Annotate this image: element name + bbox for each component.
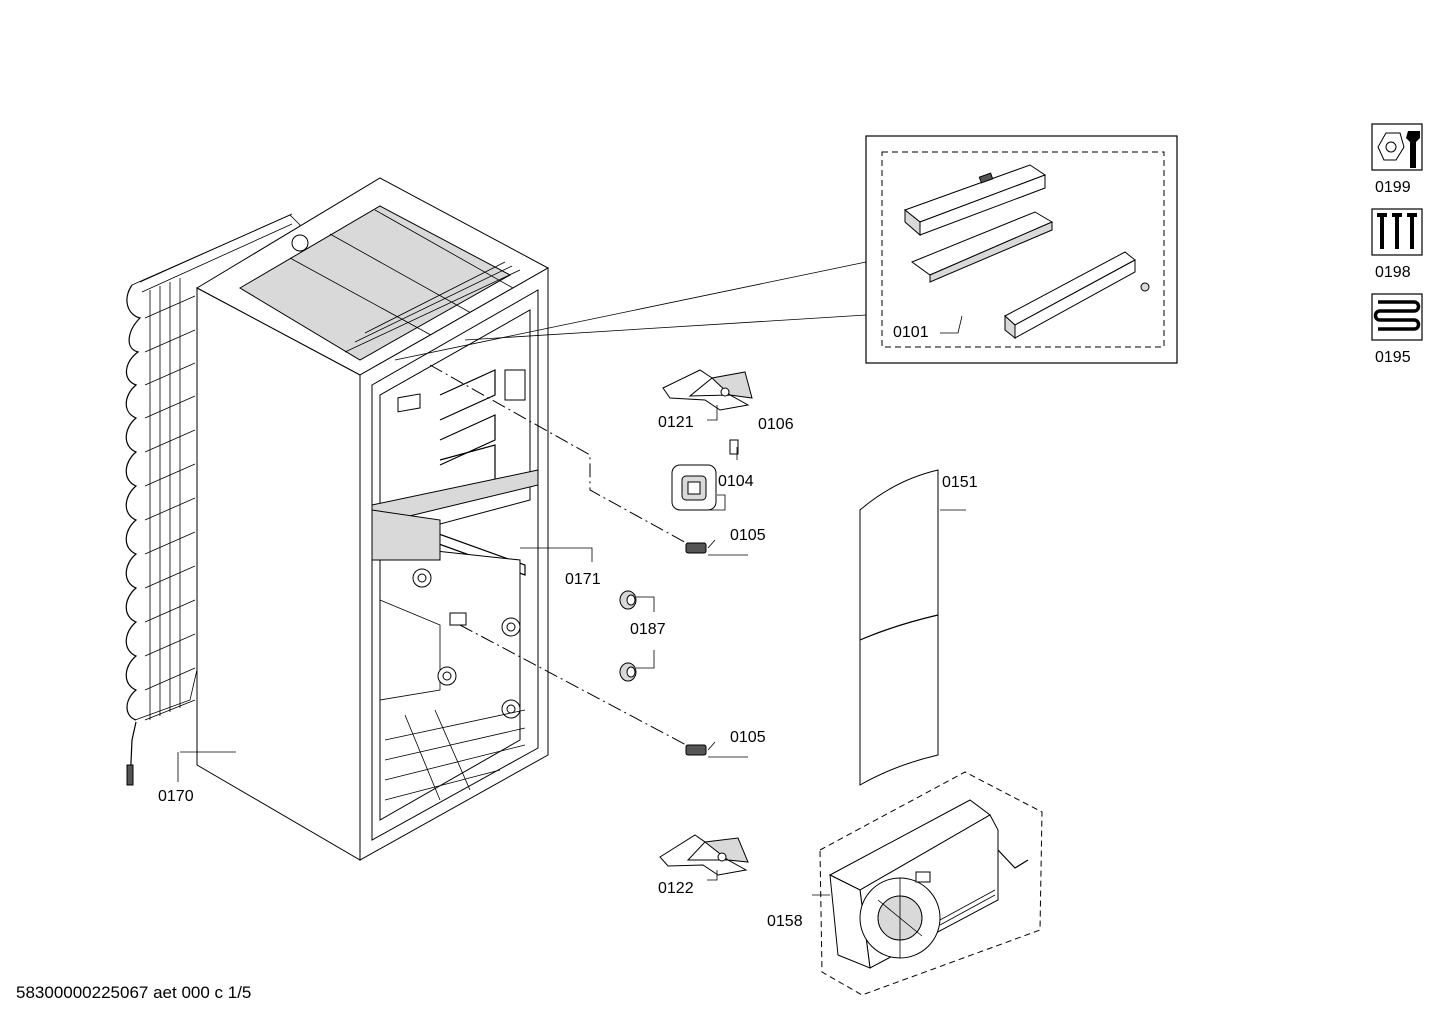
- inset-electronic-module: [865, 135, 1178, 364]
- label-0121: 0121: [658, 414, 694, 431]
- label-0101: 0101: [893, 324, 929, 341]
- door: [859, 469, 939, 786]
- label-0187: 0187: [630, 621, 666, 638]
- clip-upper: [685, 542, 707, 554]
- adjustable-feet: [619, 590, 637, 682]
- leader-lines: [177, 315, 966, 896]
- legend-0199: 0199: [1375, 179, 1411, 196]
- hinge-upper: [662, 369, 753, 411]
- screws-icon: [1371, 208, 1423, 256]
- label-0158: 0158: [767, 913, 803, 930]
- legend: 0199 0198 0195: [1371, 123, 1423, 366]
- legend-0198: 0198: [1375, 264, 1411, 281]
- legend-0195: 0195: [1375, 349, 1411, 366]
- clip-lower: [685, 744, 707, 756]
- compressor-unit: [819, 771, 1043, 996]
- label-0106: 0106: [758, 416, 794, 433]
- bearing-frame: [671, 464, 717, 511]
- part-labels: 0101 0121 0106 0104 0151 0105 0171 0187 …: [158, 324, 978, 930]
- label-0171: 0171: [565, 571, 601, 588]
- label-0151: 0151: [942, 474, 978, 491]
- nut-and-wrench-icon: [1371, 123, 1423, 171]
- label-0105-upper: 0105: [730, 527, 766, 544]
- hinge-lower: [659, 834, 749, 876]
- condenser-coil: [125, 213, 301, 786]
- label-0104: 0104: [718, 473, 754, 490]
- label-0170: 0170: [158, 788, 194, 805]
- cabinet: [195, 177, 550, 861]
- document-code: 58300000225067 aet 000 c 1/5: [16, 983, 251, 1002]
- coil-tube-icon: [1371, 293, 1423, 341]
- small-plate: [729, 439, 739, 455]
- label-0105-lower: 0105: [730, 729, 766, 746]
- explosion-lines: [394, 261, 867, 748]
- label-0122: 0122: [658, 880, 694, 897]
